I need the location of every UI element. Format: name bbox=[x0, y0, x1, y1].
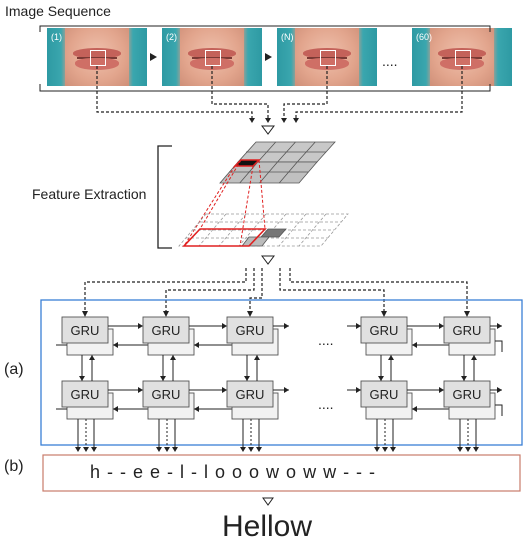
roi-box bbox=[90, 50, 106, 66]
receptive-field-mid bbox=[241, 236, 270, 247]
frame-index: (1) bbox=[51, 32, 62, 42]
frame-arrow-icon bbox=[265, 53, 272, 61]
gru-cell bbox=[61, 380, 109, 408]
ellipsis: .... bbox=[318, 396, 334, 412]
gru-cell bbox=[226, 380, 274, 408]
feature-extraction-label: Feature Extraction bbox=[32, 186, 147, 202]
roi-box bbox=[205, 50, 221, 66]
feature-map-top bbox=[219, 141, 336, 184]
gru-label: GRU bbox=[370, 387, 399, 402]
gru-cell bbox=[142, 380, 190, 408]
gru-label: GRU bbox=[236, 323, 265, 338]
gru-label: GRU bbox=[370, 323, 399, 338]
sequence-bracket bbox=[39, 25, 491, 32]
receptive-field-lines bbox=[183, 159, 266, 247]
output-word: Hellow bbox=[222, 510, 313, 543]
image-sequence-title: Image Sequence bbox=[5, 3, 111, 19]
gru-label: GRU bbox=[453, 387, 482, 402]
gru-wrap-line bbox=[495, 340, 503, 352]
down-triangle-icon bbox=[261, 255, 275, 265]
gru-cell bbox=[142, 316, 190, 344]
gru-label: GRU bbox=[152, 323, 181, 338]
frame-index: (60) bbox=[416, 32, 433, 42]
ctc-output-sequence: h - - e e - l - l o o o w o w w - - - bbox=[90, 462, 377, 482]
roi-box bbox=[455, 50, 471, 66]
feature-bracket bbox=[157, 145, 172, 249]
gru-label: GRU bbox=[236, 387, 265, 402]
gru-label: GRU bbox=[152, 387, 181, 402]
ctc-box bbox=[42, 454, 521, 492]
down-triangle-icon bbox=[261, 125, 275, 135]
features-to-gru-lines bbox=[84, 268, 468, 312]
ellipsis: .... bbox=[382, 53, 398, 69]
gru-wrap-line bbox=[495, 404, 503, 416]
gru-layer: GRU GRU GRU GRU GRU GRU GRU GRU GRU GRU bbox=[56, 316, 503, 452]
gru-cell bbox=[443, 316, 491, 344]
receptive-field-box bbox=[182, 228, 267, 247]
down-triangle-icon bbox=[262, 497, 274, 506]
gru-cell bbox=[443, 380, 491, 408]
gru-label: GRU bbox=[453, 323, 482, 338]
frame-index: (N) bbox=[281, 32, 294, 42]
gru-label: GRU bbox=[71, 387, 100, 402]
frame-to-extractor-lines bbox=[96, 66, 463, 120]
gru-label: GRU bbox=[71, 323, 100, 338]
gru-cell bbox=[360, 316, 408, 344]
frame-1: (1) bbox=[47, 28, 147, 86]
gru-cell bbox=[226, 316, 274, 344]
gru-panel bbox=[40, 299, 523, 446]
roi-box bbox=[320, 50, 336, 66]
gru-cell bbox=[61, 316, 109, 344]
frame-index: (2) bbox=[166, 32, 177, 42]
panel-label-a: (a) bbox=[4, 361, 24, 378]
receptive-field-dark bbox=[260, 228, 287, 238]
sequence-bracket-bottom bbox=[39, 84, 491, 92]
ellipsis: .... bbox=[318, 332, 334, 348]
panel-label-b: (b) bbox=[4, 458, 24, 475]
frame-arrow-icon bbox=[150, 53, 157, 61]
gru-cell bbox=[360, 380, 408, 408]
